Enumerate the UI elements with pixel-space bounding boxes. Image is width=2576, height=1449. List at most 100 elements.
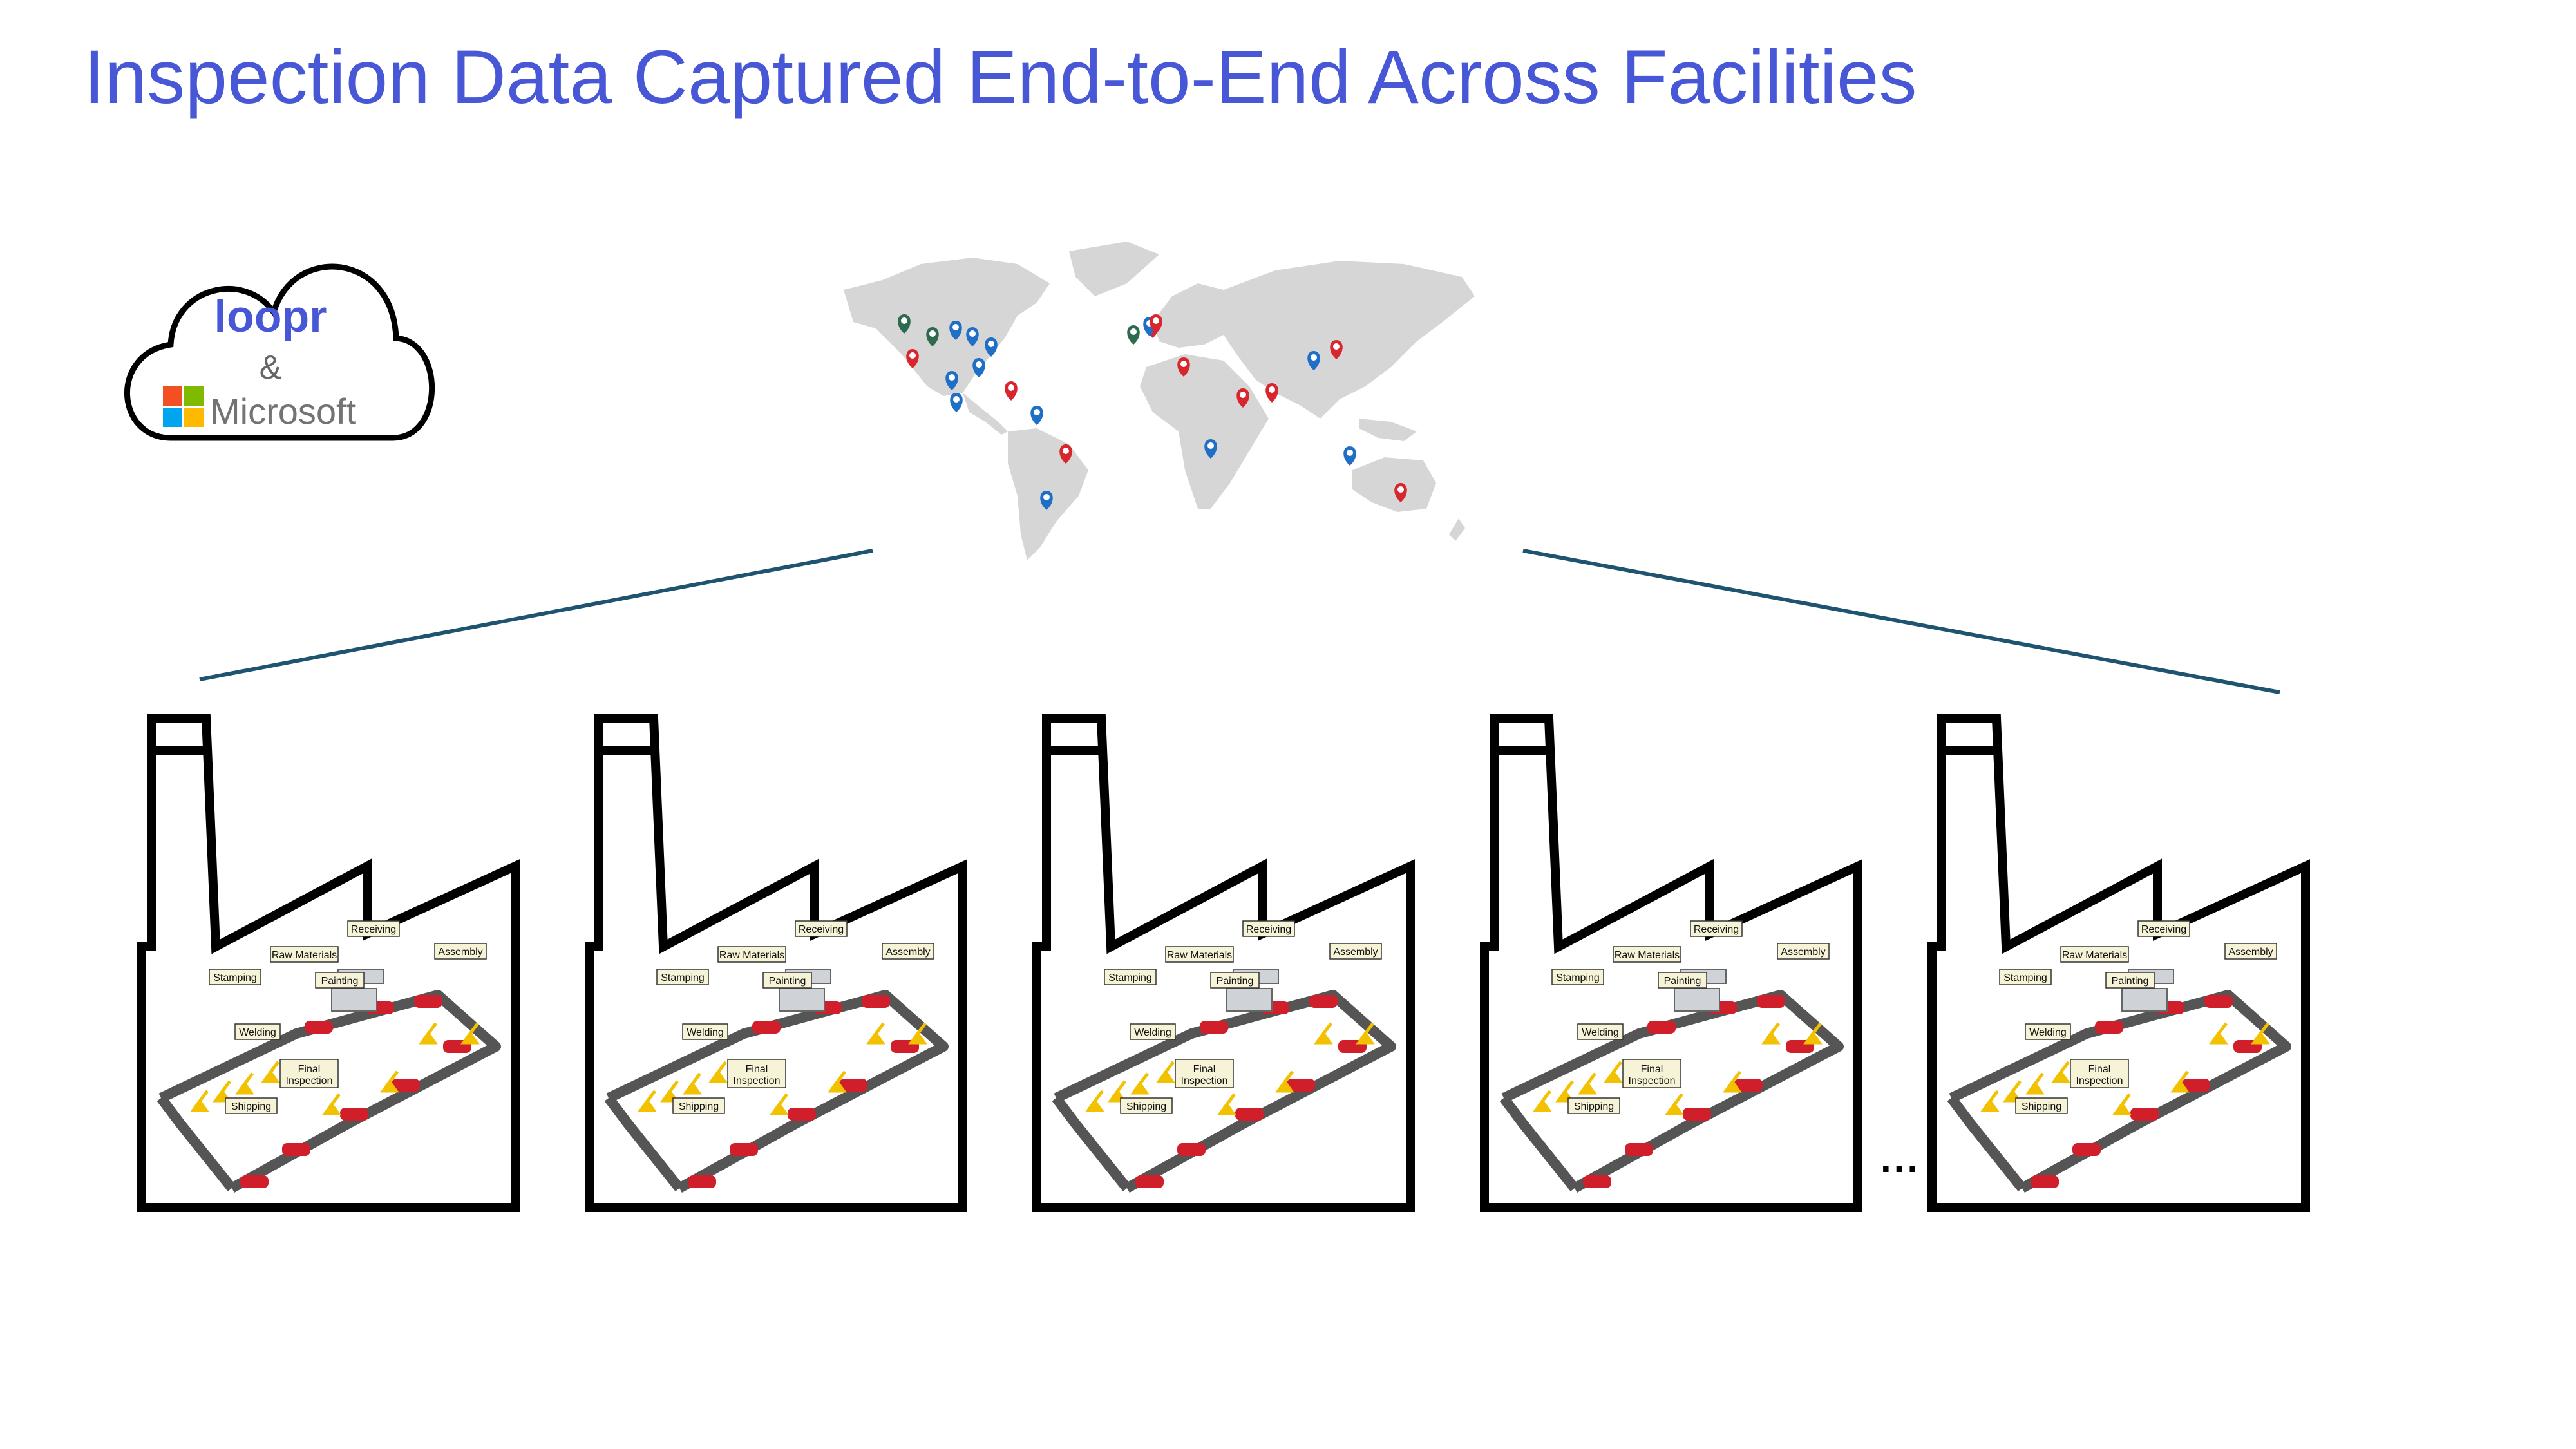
map-pin-icon [1059, 444, 1072, 464]
map-pin-icon [1005, 381, 1018, 401]
robot-arm-icon [2209, 1022, 2228, 1045]
map-pin-icon [972, 358, 985, 377]
car-icon [1235, 1108, 1264, 1121]
svg-text:Welding: Welding [687, 1027, 724, 1038]
robot-arm-icon [213, 1080, 232, 1103]
svg-text:Inspection: Inspection [1629, 1075, 1676, 1086]
land-asia [1224, 261, 1475, 419]
map-pin-icon [1307, 351, 1320, 370]
robot-arm-icon [708, 1061, 728, 1083]
label-painting: Painting [2105, 972, 2155, 989]
svg-text:Raw Materials: Raw Materials [272, 950, 337, 961]
robot-arm-icon [1980, 1090, 2000, 1112]
svg-text:Assembly: Assembly [886, 947, 930, 958]
svg-text:Shipping: Shipping [1126, 1101, 1166, 1112]
conveyor-belt [1501, 990, 1844, 1193]
robot-arm-icon [683, 1072, 702, 1095]
svg-text:Final: Final [1641, 1064, 1663, 1075]
painting-booth-icon [2121, 988, 2168, 1012]
svg-text:Assembly: Assembly [2228, 947, 2273, 958]
robot-arm-icon [1108, 1080, 1127, 1103]
painting-booth-icon [1674, 988, 1720, 1012]
map-pin-icon [898, 314, 911, 334]
robot-arm-icon [1761, 1022, 1781, 1045]
robot-arm-icon [1085, 1090, 1104, 1112]
land-new-zealand [1449, 518, 1465, 541]
svg-text:Painting: Painting [321, 976, 359, 987]
map-pin-icon [926, 327, 939, 346]
world-map [844, 242, 1475, 560]
label-assembly: Assembly [1777, 943, 1830, 960]
label-shipping: Shipping [1120, 1097, 1173, 1114]
car-icon [2182, 1079, 2210, 1092]
conveyor-belt-return [1499, 1095, 1579, 1191]
car-icon [1647, 1021, 1676, 1034]
land-greenland [1069, 242, 1159, 296]
svg-text:Shipping: Shipping [231, 1101, 271, 1112]
cloud-icon: loopr & Microsoft [124, 263, 435, 441]
robot-arm-icon [1533, 1090, 1552, 1112]
label-painting: Painting [315, 972, 365, 989]
ms-square-yellow [184, 408, 204, 427]
car-icon [2072, 1143, 2101, 1156]
car-icon [1625, 1143, 1653, 1156]
svg-text:Assembly: Assembly [1781, 947, 1825, 958]
map-pin-icon [1265, 383, 1278, 402]
car-icon [1734, 1079, 1763, 1092]
ampersand-label: & [260, 349, 282, 386]
map-pin-icon [966, 327, 979, 346]
robot-arm-icon [828, 1070, 847, 1093]
car-icon [2204, 995, 2233, 1008]
robot-arm-icon [660, 1080, 679, 1103]
svg-text:Inspection: Inspection [286, 1075, 333, 1086]
svg-text:Painting: Painting [1664, 976, 1701, 987]
label-raw-materials: Raw Materials [1613, 946, 1681, 963]
map-pin-icon [1330, 340, 1343, 359]
svg-text:Shipping: Shipping [679, 1101, 719, 1112]
car-icon [788, 1108, 816, 1121]
robot-arm-icon [1130, 1072, 1150, 1095]
car-icon [688, 1175, 716, 1188]
robot-arm-icon [1803, 1022, 1823, 1045]
svg-text:Receiving: Receiving [2141, 924, 2186, 935]
conveyor-belt [1949, 990, 2291, 1193]
robot-arm-icon [1275, 1070, 1294, 1093]
svg-text:Raw Materials: Raw Materials [1167, 950, 1232, 961]
painting-booth-icon [779, 988, 825, 1012]
svg-text:Stamping: Stamping [1108, 972, 1152, 983]
robot-arm-icon [2170, 1070, 2190, 1093]
painting-booth-icon [331, 988, 377, 1012]
ms-square-green [184, 386, 204, 406]
svg-text:Raw Materials: Raw Materials [719, 950, 784, 961]
car-icon [2130, 1108, 2159, 1121]
robot-arm-icon [638, 1090, 657, 1112]
map-pin-icon [949, 321, 962, 340]
car-icon [1683, 1108, 1711, 1121]
conveyor-belt-return [1947, 1095, 2027, 1191]
conveyor-belt-return [1052, 1095, 1132, 1191]
map-pin-icon [1204, 439, 1217, 459]
label-welding: Welding [2025, 1023, 2071, 1040]
svg-text:Final: Final [1193, 1064, 1216, 1075]
svg-text:Stamping: Stamping [2003, 972, 2047, 983]
label-assembly: Assembly [882, 943, 934, 960]
label-welding: Welding [1577, 1023, 1624, 1040]
conveyor-belt [1054, 990, 1396, 1193]
robot-arm-icon [419, 1022, 438, 1045]
robot-arm-icon [1665, 1093, 1684, 1115]
svg-text:Stamping: Stamping [661, 972, 705, 983]
robot-arm-icon [1723, 1070, 1742, 1093]
ms-square-blue [163, 408, 182, 427]
car-icon [305, 1021, 333, 1034]
svg-text:Inspection: Inspection [734, 1075, 781, 1086]
map-pin-icon [1343, 446, 1356, 466]
robot-arm-icon [1555, 1080, 1575, 1103]
label-stamping: Stamping [209, 969, 261, 985]
svg-text:Receiving: Receiving [1694, 924, 1739, 935]
